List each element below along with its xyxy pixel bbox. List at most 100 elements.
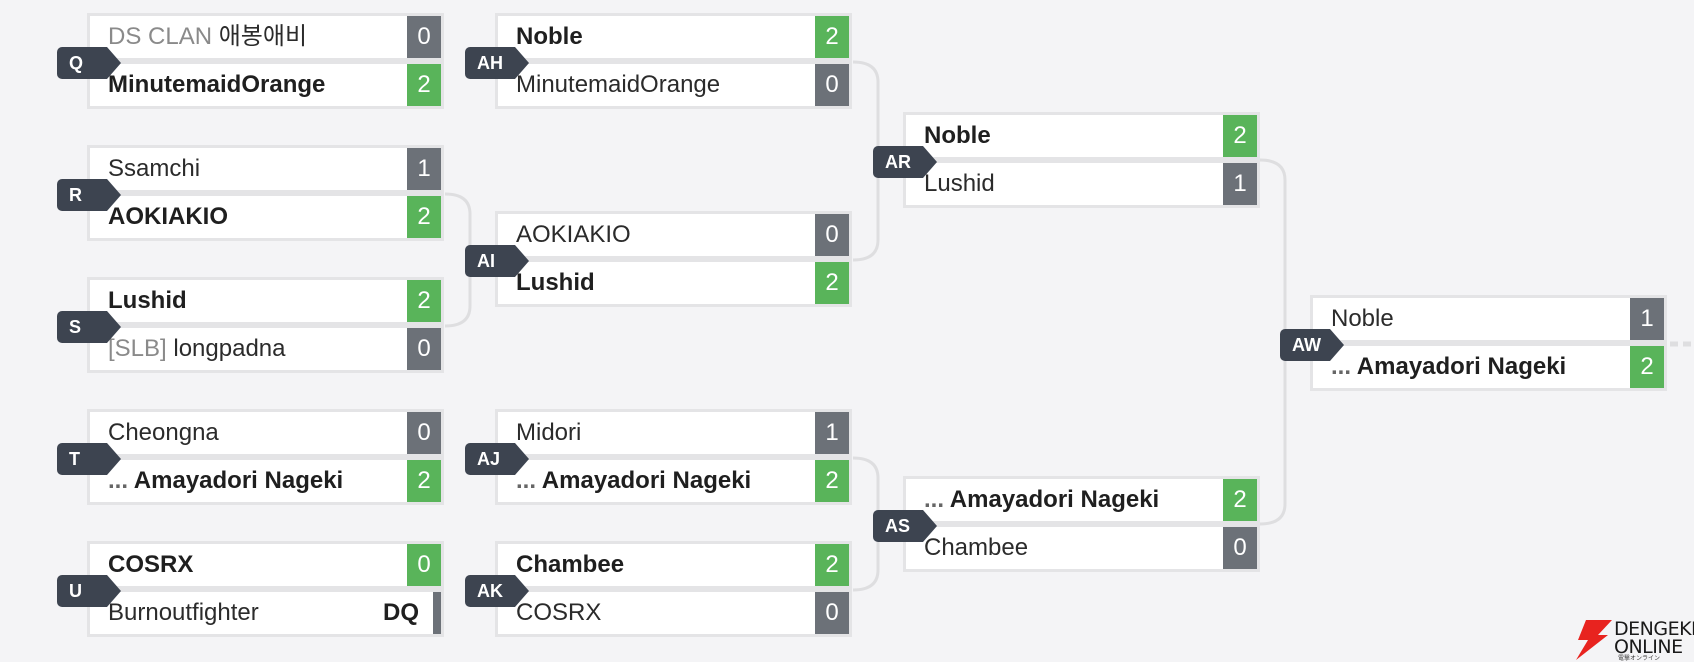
player-name: ... Amayadori Nageki (924, 479, 1159, 521)
player-slot[interactable]: [SLB] longpadna 0 (87, 325, 444, 373)
score-badge: 1 (1223, 163, 1257, 205)
logo-text-line1: DENGEKI (1614, 618, 1694, 640)
player-name-text: 애봉애비 (218, 23, 308, 50)
player-name: DS CLAN 애봉애비 (108, 16, 307, 58)
player-slot[interactable]: AOKIAKIO 2 (87, 193, 444, 241)
team-prefix: DS CLAN (108, 23, 213, 50)
player-name-text: Amayadori Nageki (1356, 353, 1567, 380)
player-slot[interactable]: AOKIAKIO 0 (495, 211, 852, 259)
match-ak[interactable]: AK Chambee 2 COSRX 0 (465, 541, 852, 642)
truncation-ellipsis: ... (924, 486, 945, 513)
score-badge: 2 (407, 64, 441, 106)
score-badge: 2 (815, 544, 849, 586)
player-slot[interactable]: Noble 2 (495, 13, 852, 61)
player-slot[interactable]: ... Amayadori Nageki 2 (1310, 343, 1667, 391)
player-slot[interactable]: Chambee 2 (495, 541, 852, 589)
match-label: AW (1280, 329, 1344, 361)
score-badge: 2 (1223, 479, 1257, 521)
score-badge: 2 (407, 280, 441, 322)
player-name: Chambee (924, 534, 1029, 561)
player-name-text: Amayadori Nageki (541, 467, 752, 494)
player-name: Lushid (516, 269, 595, 296)
player-name: COSRX (108, 551, 194, 578)
match-label: AS (873, 510, 937, 542)
logo-text-line2: ONLINE (1614, 636, 1683, 658)
player-slot[interactable]: MinutemaidOrange 2 (87, 61, 444, 109)
match-t[interactable]: T Cheongna 0 ... Amayadori Nageki 2 (57, 409, 444, 510)
player-slot[interactable]: Chambee 0 (903, 524, 1260, 572)
score-badge: 0 (407, 16, 441, 58)
player-name: AOKIAKIO (516, 221, 631, 248)
score-badge: 0 (815, 64, 849, 106)
player-slot[interactable]: ... Amayadori Nageki 2 (87, 457, 444, 505)
player-slot[interactable]: DS CLAN 애봉애비 0 (87, 13, 444, 61)
match-aw[interactable]: AW Noble 1 ... Amayadori Nageki 2 (1280, 295, 1667, 396)
logo-text-line3: 電撃オンライン (1618, 655, 1661, 662)
player-slot[interactable]: Noble 1 (1310, 295, 1667, 343)
player-slot[interactable]: Lushid 2 (495, 259, 852, 307)
match-ah[interactable]: AH Noble 2 MinutemaidOrange 0 (465, 13, 852, 114)
match-label: AK (465, 575, 529, 607)
match-s[interactable]: S Lushid 2 [SLB] longpadna 0 (57, 277, 444, 378)
player-name: ... Amayadori Nageki (516, 460, 751, 502)
player-slot[interactable]: Burnoutfighter DQ (87, 589, 444, 637)
score-badge: 2 (815, 460, 849, 502)
match-ai[interactable]: AI AOKIAKIO 0 Lushid 2 (465, 211, 852, 312)
player-name: ... Amayadori Nageki (1331, 346, 1566, 388)
player-slot[interactable]: Ssamchi 1 (87, 145, 444, 193)
match-label: AH (465, 47, 529, 79)
score-badge: 2 (815, 16, 849, 58)
player-slot[interactable]: MinutemaidOrange 0 (495, 61, 852, 109)
match-ar[interactable]: AR Noble 2 Lushid 1 (873, 112, 1260, 213)
player-slot[interactable]: Midori 1 (495, 409, 852, 457)
player-name: Cheongna (108, 419, 219, 446)
score-badge: 0 (815, 592, 849, 634)
match-label: Q (57, 47, 121, 79)
score-badge: 0 (815, 214, 849, 256)
player-name: Burnoutfighter (108, 599, 259, 626)
player-name: Lushid (108, 287, 187, 314)
player-slot[interactable]: ... Amayadori Nageki 2 (903, 476, 1260, 524)
player-name: Noble (924, 122, 991, 149)
player-name: AOKIAKIO (108, 203, 228, 230)
score-badge: 1 (1630, 298, 1664, 340)
score-badge: 2 (407, 460, 441, 502)
player-slot[interactable]: Lushid 1 (903, 160, 1260, 208)
dengeki-online-logo: DENGEKI ONLINE 電撃オンライン (1572, 618, 1694, 662)
player-name: MinutemaidOrange (516, 71, 721, 98)
match-q[interactable]: Q DS CLAN 애봉애비 0 MinutemaidOrange 2 (57, 13, 444, 114)
score-badge: 0 (407, 544, 441, 586)
match-label: S (57, 311, 121, 343)
player-name: Chambee (516, 551, 625, 578)
player-name: Noble (516, 23, 583, 50)
match-label: AJ (465, 443, 529, 475)
player-name: MinutemaidOrange (108, 71, 326, 98)
score-badge: 2 (407, 196, 441, 238)
player-name-text: Amayadori Nageki (133, 467, 344, 494)
player-slot[interactable]: COSRX 0 (495, 589, 852, 637)
score-badge: 1 (407, 148, 441, 190)
player-slot[interactable]: Cheongna 0 (87, 409, 444, 457)
lightning-bolt-icon (1576, 620, 1612, 660)
match-label: R (57, 179, 121, 211)
player-name: [SLB] longpadna (108, 328, 286, 370)
player-name-text: longpadna (173, 335, 286, 362)
player-name-text: Amayadori Nageki (949, 486, 1160, 513)
score-badge: 1 (815, 412, 849, 454)
player-name: Midori (516, 419, 582, 446)
match-label: AR (873, 146, 937, 178)
match-label: AI (465, 245, 529, 277)
match-u[interactable]: U COSRX 0 Burnoutfighter DQ (57, 541, 444, 642)
score-badge: 2 (1223, 115, 1257, 157)
player-slot[interactable]: Lushid 2 (87, 277, 444, 325)
match-r[interactable]: R Ssamchi 1 AOKIAKIO 2 (57, 145, 444, 246)
match-aj[interactable]: AJ Midori 1 ... Amayadori Nageki 2 (465, 409, 852, 510)
player-slot[interactable]: COSRX 0 (87, 541, 444, 589)
match-as[interactable]: AS ... Amayadori Nageki 2 Chambee 0 (873, 476, 1260, 577)
score-badge: 0 (1223, 527, 1257, 569)
score-badge: 0 (407, 412, 441, 454)
player-slot[interactable]: ... Amayadori Nageki 2 (495, 457, 852, 505)
match-label: U (57, 575, 121, 607)
player-slot[interactable]: Noble 2 (903, 112, 1260, 160)
match-label: T (57, 443, 121, 475)
